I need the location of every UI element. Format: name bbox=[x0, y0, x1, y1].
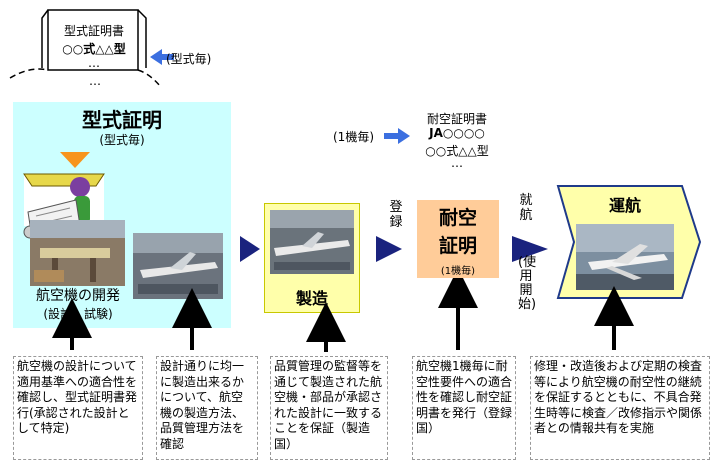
per-type-note: (型式毎) bbox=[166, 52, 212, 66]
manufacturing-photo bbox=[270, 210, 354, 274]
airworthiness-title: 耐空 証明 bbox=[438, 207, 477, 257]
aw-doc-dots: … bbox=[451, 156, 463, 170]
to-manufacturing-arrow bbox=[240, 236, 260, 262]
type-cert-title: 型式証明 bbox=[82, 108, 162, 132]
type-cert-doc-dots2: … bbox=[89, 74, 101, 88]
type-cert-doc-dots: … bbox=[88, 56, 100, 70]
aw-doc-model: ○○式△△型 bbox=[425, 144, 489, 158]
airliner-photo bbox=[576, 224, 674, 290]
type-cert-doc-title: 型式証明書 bbox=[63, 24, 124, 38]
factory-photo bbox=[30, 220, 125, 286]
operation-title: 運航 bbox=[608, 196, 641, 215]
development-label: 航空機の開発 bbox=[36, 288, 120, 304]
desc-operation: 修理・改造後および定期の検査等により航空機の耐空性の継続を保証するとともに、不具… bbox=[530, 356, 710, 460]
per-aircraft-blue-arrow bbox=[384, 128, 410, 144]
orange-down-triangle bbox=[60, 152, 90, 168]
aw-doc-title: 耐空証明書 bbox=[426, 112, 487, 126]
registration-label: 登録 bbox=[389, 200, 403, 230]
desc-airworthiness: 航空機1機毎に耐空性要件への適合性を確認し耐空証明書を発行（登録国） bbox=[412, 356, 516, 460]
type-cert-doc-model: ○○式△△型 bbox=[62, 42, 126, 56]
manufacturing-label: 製造 bbox=[295, 289, 328, 308]
engineer-illustration-icon bbox=[23, 173, 105, 239]
to-airworthiness-arrow bbox=[376, 236, 402, 262]
per-aircraft-note: (1機毎) bbox=[333, 130, 374, 144]
desc-production-method: 設計通りに均一に製造出来るかについて、航空機の製造方法、品質管理方法を確認 bbox=[156, 356, 258, 460]
airworthiness-box bbox=[417, 200, 499, 278]
type-cert-document-icon bbox=[9, 9, 161, 87]
to-operation-arrow bbox=[512, 236, 548, 262]
desc-manufacturing: 品質管理の監督等を通じて製造された航空機・部品が承認された設計に一致することを保… bbox=[270, 356, 388, 460]
aw-doc-registration: JA○○○○ bbox=[429, 126, 485, 140]
assembly-photo bbox=[133, 233, 223, 299]
airworthiness-subtitle: (1機毎) bbox=[440, 266, 476, 277]
per-type-blue-arrow bbox=[150, 49, 174, 65]
development-sublabel: (設計・試験) bbox=[43, 307, 113, 321]
service-entry-sublabel: (使用開始) bbox=[518, 255, 537, 312]
desc-type-cert: 航空機の設計について適用基準への適合性を確認し、型式証明書発行(承認された設計と… bbox=[13, 356, 143, 460]
type-cert-subtitle: (型式毎) bbox=[99, 133, 145, 147]
service-entry-label: 就航 bbox=[519, 193, 533, 223]
